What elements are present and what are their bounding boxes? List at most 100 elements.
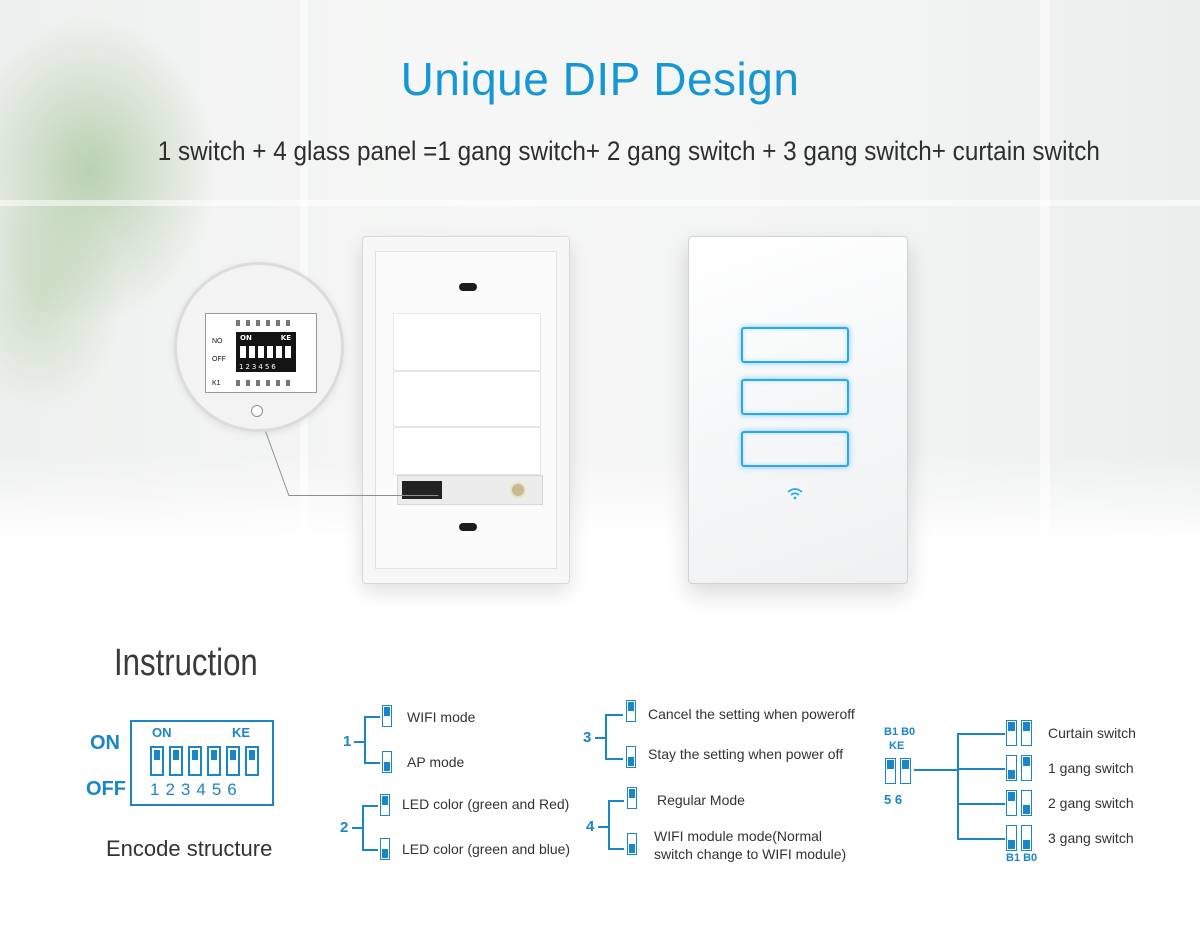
connector-line	[957, 768, 1005, 770]
touch-button-2	[741, 379, 849, 415]
dip-ke-label: KE	[280, 334, 291, 342]
bracket-line	[595, 737, 605, 739]
option-label: LED color (green and Red)	[402, 796, 570, 812]
gang-option-label: 3 gang switch	[1048, 830, 1134, 846]
relay-module	[393, 427, 541, 475]
dip-knob	[276, 346, 282, 358]
dip-knob	[240, 346, 246, 358]
bracket-line	[364, 716, 366, 764]
gang-bottom-labels: B1 B0	[1006, 852, 1038, 864]
dip-knob	[258, 346, 264, 358]
encode-dip-diagram: ON KE 123456	[130, 720, 274, 806]
option-label: switch change to WIFI module)	[654, 846, 847, 862]
dip-no-label: NO	[212, 338, 223, 345]
gang-nums: 5 6	[884, 792, 903, 807]
glass-panel	[688, 236, 908, 584]
group-number: 1	[343, 733, 352, 750]
switch-state-icon	[1006, 720, 1017, 746]
dip-pins	[236, 380, 296, 386]
touch-button-1	[741, 327, 849, 363]
dip-magnifier: NO OFF K1 ON KE 123456	[174, 262, 344, 432]
switch-state-icon	[627, 787, 637, 809]
encode-box-numbers: 123456	[150, 780, 243, 799]
page-subtitle: 1 switch + 4 glass panel =1 gang switch+…	[157, 136, 1100, 166]
connector-line	[957, 838, 1005, 840]
dip-knob	[267, 346, 273, 358]
dip-numbers: 123456	[239, 363, 278, 371]
bracket-line	[608, 848, 624, 850]
encode-caption: Encode structure	[106, 836, 273, 861]
bracket-line	[605, 714, 607, 760]
connector-line	[957, 803, 1005, 805]
page-title: Unique DIP Design	[400, 53, 800, 105]
gang-option-label: 2 gang switch	[1048, 795, 1134, 811]
dip-knob	[249, 346, 255, 358]
bracket-line	[364, 716, 380, 718]
gang-top-labels: B1 B0	[884, 726, 916, 738]
dip-switch-chip	[402, 481, 442, 499]
pcb-button	[510, 482, 526, 498]
bracket-line	[362, 805, 364, 851]
encode-off-label: OFF	[86, 778, 126, 800]
bracket-line	[352, 827, 362, 829]
hero-background	[0, 0, 1200, 545]
encode-switch-1	[150, 746, 164, 776]
switch-back-plate	[362, 236, 570, 584]
encode-switch-4	[207, 746, 221, 776]
encode-switch-3	[188, 746, 202, 776]
mounting-slot	[459, 283, 477, 291]
option-label: Regular Mode	[657, 792, 745, 808]
option-label: Cancel the setting when poweroff	[648, 706, 855, 722]
bracket-line	[608, 800, 624, 802]
switch-state-icon	[900, 758, 911, 784]
connector-line	[957, 733, 1005, 735]
switch-state-icon	[1021, 790, 1032, 816]
connector-line	[914, 769, 958, 771]
switch-state-icon	[1021, 720, 1032, 746]
switch-state-icon	[382, 751, 392, 773]
dip-pins	[236, 320, 296, 326]
switch-state-icon	[380, 838, 390, 860]
group-number: 3	[583, 729, 592, 746]
gang-ke-label: KE	[889, 740, 905, 752]
pcb-board	[397, 475, 543, 505]
option-label: WIFI module mode(Normal	[654, 828, 823, 844]
dip-switch: ON KE 123456	[236, 332, 296, 372]
encode-switch-6	[245, 746, 259, 776]
group-number: 4	[586, 818, 595, 835]
wifi-icon	[787, 488, 803, 500]
switch-state-icon	[1021, 825, 1032, 851]
switch-state-icon	[1006, 825, 1017, 851]
relay-module	[393, 313, 541, 371]
gang-option-label: 1 gang switch	[1048, 760, 1134, 776]
connector-line	[957, 733, 959, 839]
switch-state-icon	[626, 700, 636, 722]
dip-closeup: NO OFF K1 ON KE 123456	[205, 313, 317, 393]
instruction-title: Instruction	[114, 642, 258, 684]
bracket-line	[362, 805, 378, 807]
switch-state-icon	[1006, 790, 1017, 816]
mounting-slot	[459, 523, 477, 531]
encode-box-ke: KE	[232, 725, 251, 740]
option-label: Stay the setting when power off	[648, 746, 844, 762]
encode-switch-5	[226, 746, 240, 776]
window-frame	[1040, 0, 1050, 545]
switch-state-icon	[626, 746, 636, 768]
switch-state-icon	[1021, 755, 1032, 781]
bracket-line	[605, 758, 623, 760]
bracket-line	[364, 762, 380, 764]
encode-on-label: ON	[90, 732, 120, 754]
bracket-line	[608, 800, 610, 850]
encode-switch-2	[169, 746, 183, 776]
option-label: AP mode	[407, 754, 465, 770]
dip-off-label: OFF	[212, 356, 226, 363]
switch-state-icon	[382, 705, 392, 727]
window-frame	[300, 0, 308, 545]
bracket-line	[605, 714, 623, 716]
callout-dot	[251, 405, 263, 417]
option-label: LED color (green and blue)	[402, 841, 571, 857]
dip-k1-label: K1	[212, 380, 221, 387]
bracket-line	[354, 741, 364, 743]
relay-module	[393, 371, 541, 427]
bracket-line	[598, 826, 608, 828]
